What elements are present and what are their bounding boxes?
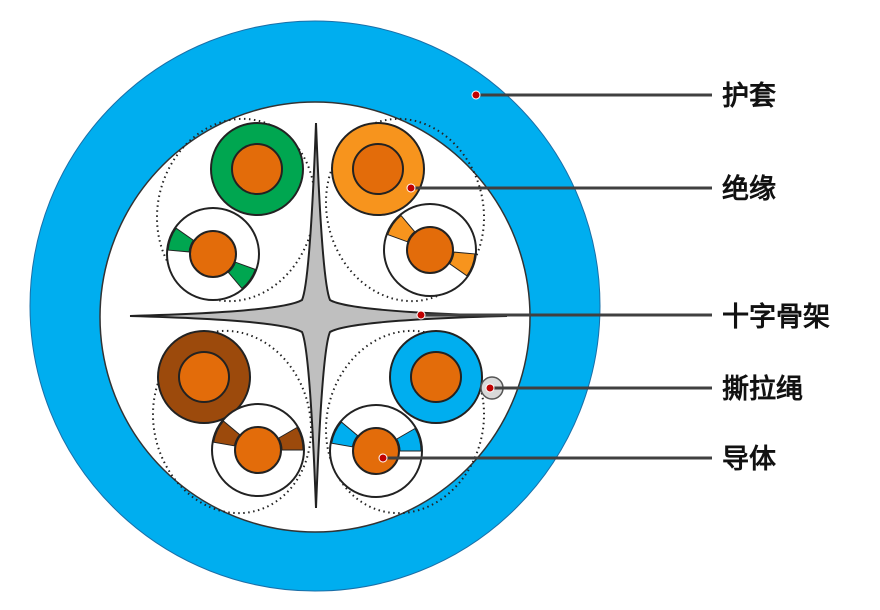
conductor-blue-white xyxy=(352,427,400,475)
conductor-orange xyxy=(352,143,404,195)
label-conductor: 导体 xyxy=(722,444,777,475)
conductor-green-white xyxy=(189,230,237,278)
label-jacket: 护套 xyxy=(722,81,776,112)
label-cross-spline: 十字骨架 xyxy=(722,301,830,333)
leader-dot-spline xyxy=(416,310,426,320)
leader-dots xyxy=(378,90,495,463)
leader-lines xyxy=(383,93,712,460)
conductor-brown-white xyxy=(234,426,282,474)
pair-outline-orange xyxy=(324,117,486,303)
leader-dot-insulation xyxy=(406,183,416,193)
conductor-brown xyxy=(178,351,230,403)
label-insulation: 绝缘 xyxy=(722,173,776,205)
conductor-orange-white xyxy=(406,226,454,274)
leader-dot-jacket xyxy=(471,90,481,100)
conductor-blue xyxy=(410,351,462,403)
conductor-green xyxy=(231,143,283,195)
cross-spline xyxy=(129,122,508,509)
leader-dot-ripcord xyxy=(485,383,495,393)
leader-dot-conductor xyxy=(378,453,388,463)
label-ripcord: 撕拉绳 xyxy=(722,373,803,405)
insulated-wires xyxy=(157,122,483,498)
